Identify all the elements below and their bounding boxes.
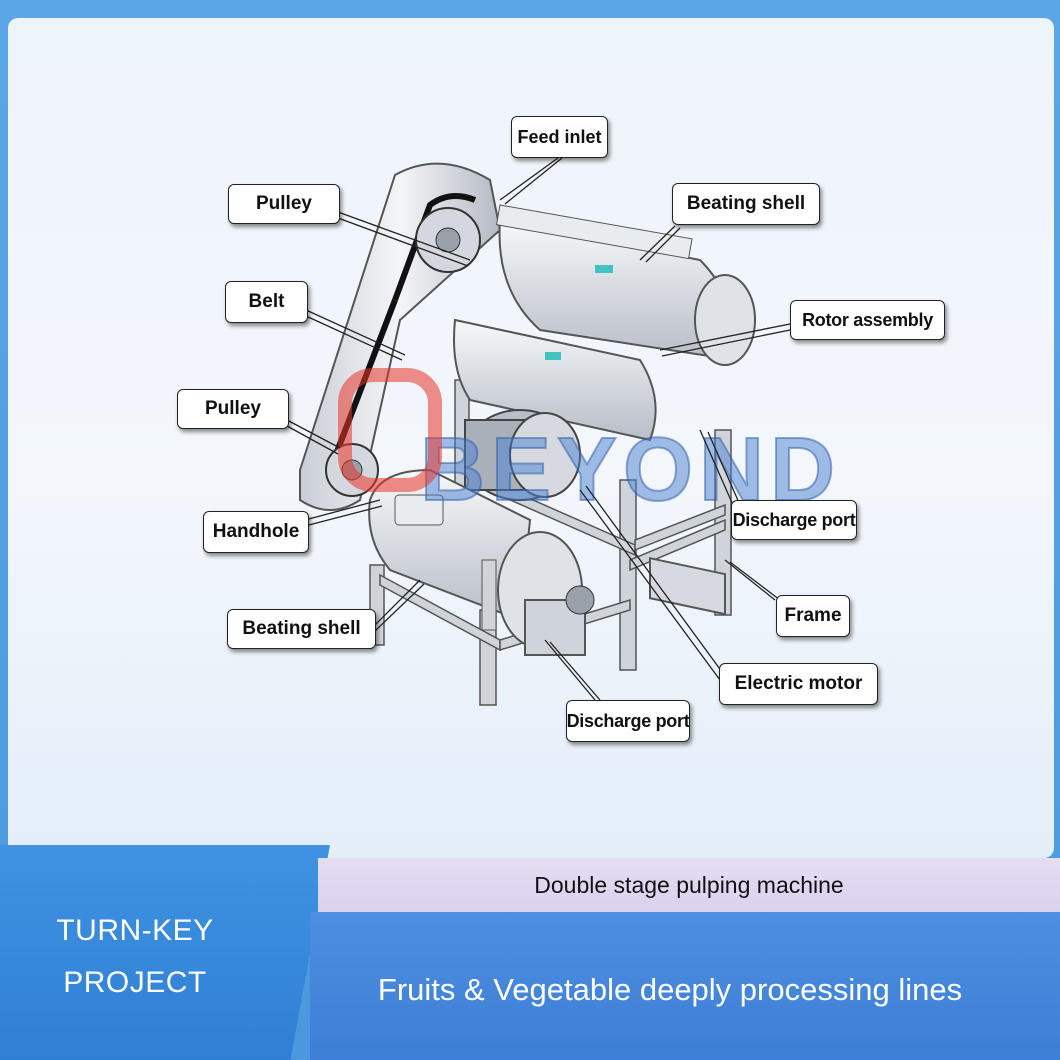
label-electric-motor: Electric motor bbox=[719, 663, 878, 705]
beyond-logo-mark bbox=[338, 368, 442, 492]
subtitle-band bbox=[318, 858, 1060, 912]
tagline-band bbox=[310, 912, 1060, 1060]
label-belt: Belt bbox=[225, 281, 308, 323]
label-discharge-port-bottom: Discharge port bbox=[566, 700, 690, 742]
machine-name: Double stage pulping machine bbox=[534, 871, 844, 898]
tagline: Fruits & Vegetable deeply processing lin… bbox=[377, 972, 963, 1007]
label-beating-shell-bottom: Beating shell bbox=[227, 609, 376, 649]
middle-shell bbox=[453, 318, 726, 616]
label-pulley-bottom: Pulley bbox=[177, 389, 289, 429]
label-beating-shell-top: Beating shell bbox=[672, 183, 820, 225]
electric-motor bbox=[464, 409, 581, 501]
turnkey-text: TURN-KEY PROJECT bbox=[56, 914, 214, 999]
label-pulley-top: Pulley bbox=[228, 184, 340, 224]
label-frame: Frame bbox=[776, 595, 850, 637]
turnkey-banner bbox=[0, 845, 330, 1060]
upper-beating-shell bbox=[495, 204, 756, 366]
label-handhole: Handhole bbox=[203, 511, 309, 553]
label-rotor-assembly: Rotor assembly bbox=[790, 300, 945, 340]
label-feed-inlet: Feed inlet bbox=[511, 116, 608, 158]
lower-beating-shell bbox=[368, 468, 595, 656]
leader-lines bbox=[286, 157, 791, 701]
label-discharge-port-right: Discharge port bbox=[731, 500, 857, 540]
